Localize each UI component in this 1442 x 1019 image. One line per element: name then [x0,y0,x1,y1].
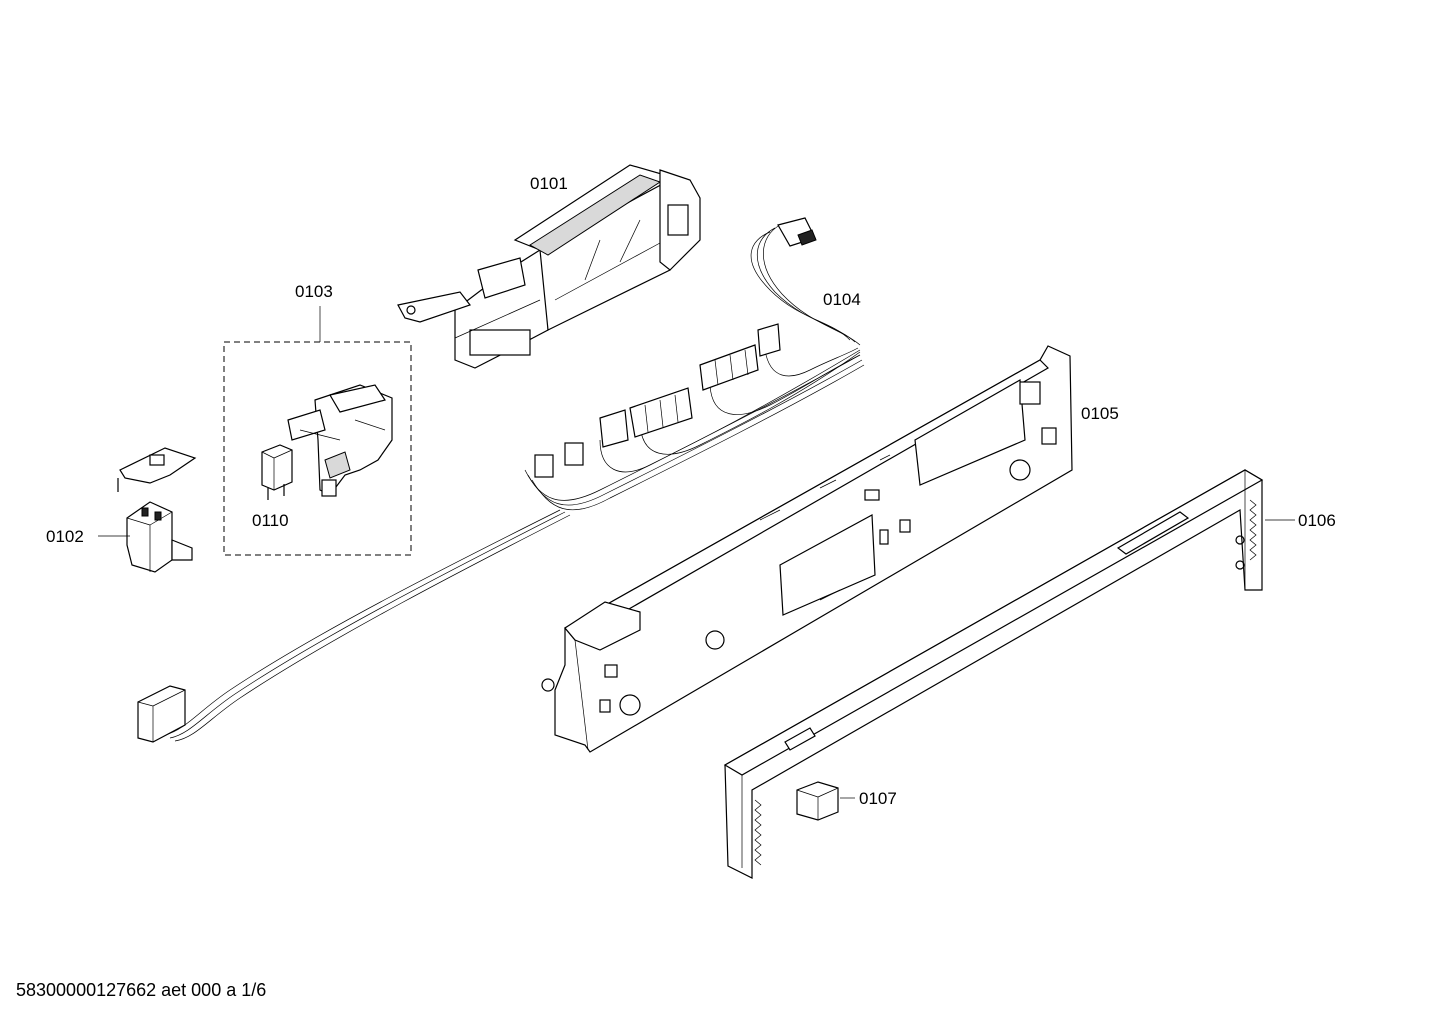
label-0106: 0106 [1298,511,1336,530]
label-0104: 0104 [823,290,861,309]
part-0103-kit [223,306,412,556]
label-0110: 0110 [252,511,289,530]
part-0101-control-module [397,164,701,369]
drawing-reference-footer: 58300000127662 aet 000 a 1/6 [16,980,267,1000]
part-0110-relay [261,444,293,500]
label-0107: 0107 [859,789,897,808]
part-0106-trim-frame [723,469,1295,879]
part-0104-wiring-harness [137,217,865,743]
part-0107-block [796,781,855,821]
label-0103: 0103 [295,282,333,301]
label-0102: 0102 [46,527,84,546]
part-labels: 0101 0102 0103 0104 0105 0106 0107 0110 [46,174,1336,808]
part-0102-switch [98,447,197,573]
label-0101: 0101 [530,174,568,193]
label-0105: 0105 [1081,404,1119,423]
part-0105-panel-frame [541,345,1073,753]
